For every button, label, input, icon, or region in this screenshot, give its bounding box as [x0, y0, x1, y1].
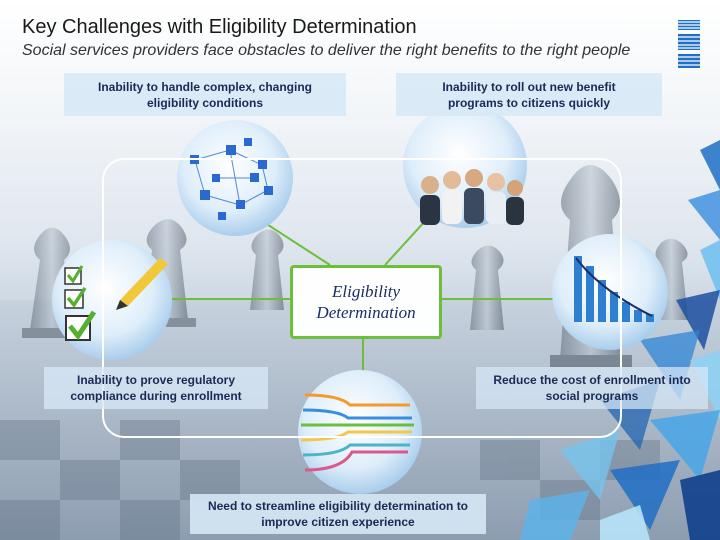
challenge-label-top-right: Inability to roll out new benefit progra… [396, 73, 662, 116]
page-subtitle: Social services providers face obstacles… [22, 42, 631, 59]
declining-chart-bubble [552, 234, 668, 350]
challenge-text: Need to streamline eligibility determina… [207, 499, 469, 529]
eligibility-determination-node: Eligibility Determination [290, 265, 442, 339]
diagram-frame [102, 158, 622, 438]
checklist-bubble [52, 240, 172, 360]
network-bubble [177, 120, 293, 236]
challenge-text: Inability to handle complex, changing el… [97, 79, 313, 110]
challenge-label-bottom: Need to streamline eligibility determina… [190, 494, 486, 534]
page-title: Key Challenges with Eligibility Determin… [22, 16, 417, 38]
challenge-text: Reduce the cost of enrollment into socia… [493, 373, 691, 403]
challenge-text: Inability to roll out new benefit progra… [442, 79, 616, 110]
challenge-label-top-left: Inability to handle complex, changing el… [64, 73, 346, 116]
challenge-text: Inability to prove regulatory compliance… [70, 373, 242, 403]
people-bubble [403, 104, 527, 228]
ibm-logo [678, 20, 700, 68]
center-line-2: Determination [316, 303, 416, 322]
challenge-label-middle-right: Reduce the cost of enrollment into socia… [476, 367, 708, 409]
center-line-1: Eligibility [332, 282, 400, 301]
challenge-label-middle-left: Inability to prove regulatory compliance… [44, 367, 268, 409]
